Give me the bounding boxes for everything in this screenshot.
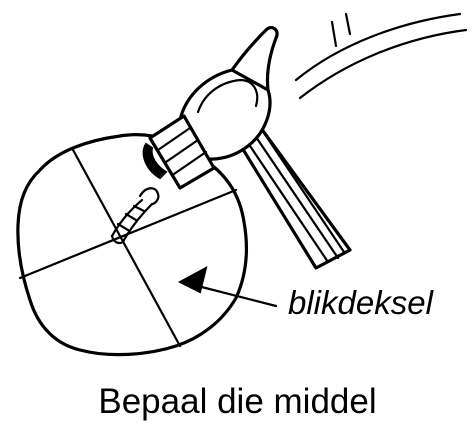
diameter-line-b bbox=[70, 146, 182, 348]
nail-icon bbox=[110, 187, 160, 245]
lid-label: blikdeksel bbox=[288, 284, 433, 321]
arrow-icon bbox=[177, 266, 278, 308]
hammer-icon bbox=[142, 25, 352, 270]
motion-lines bbox=[294, 12, 468, 100]
caption: Bepaal die middel bbox=[98, 382, 377, 421]
